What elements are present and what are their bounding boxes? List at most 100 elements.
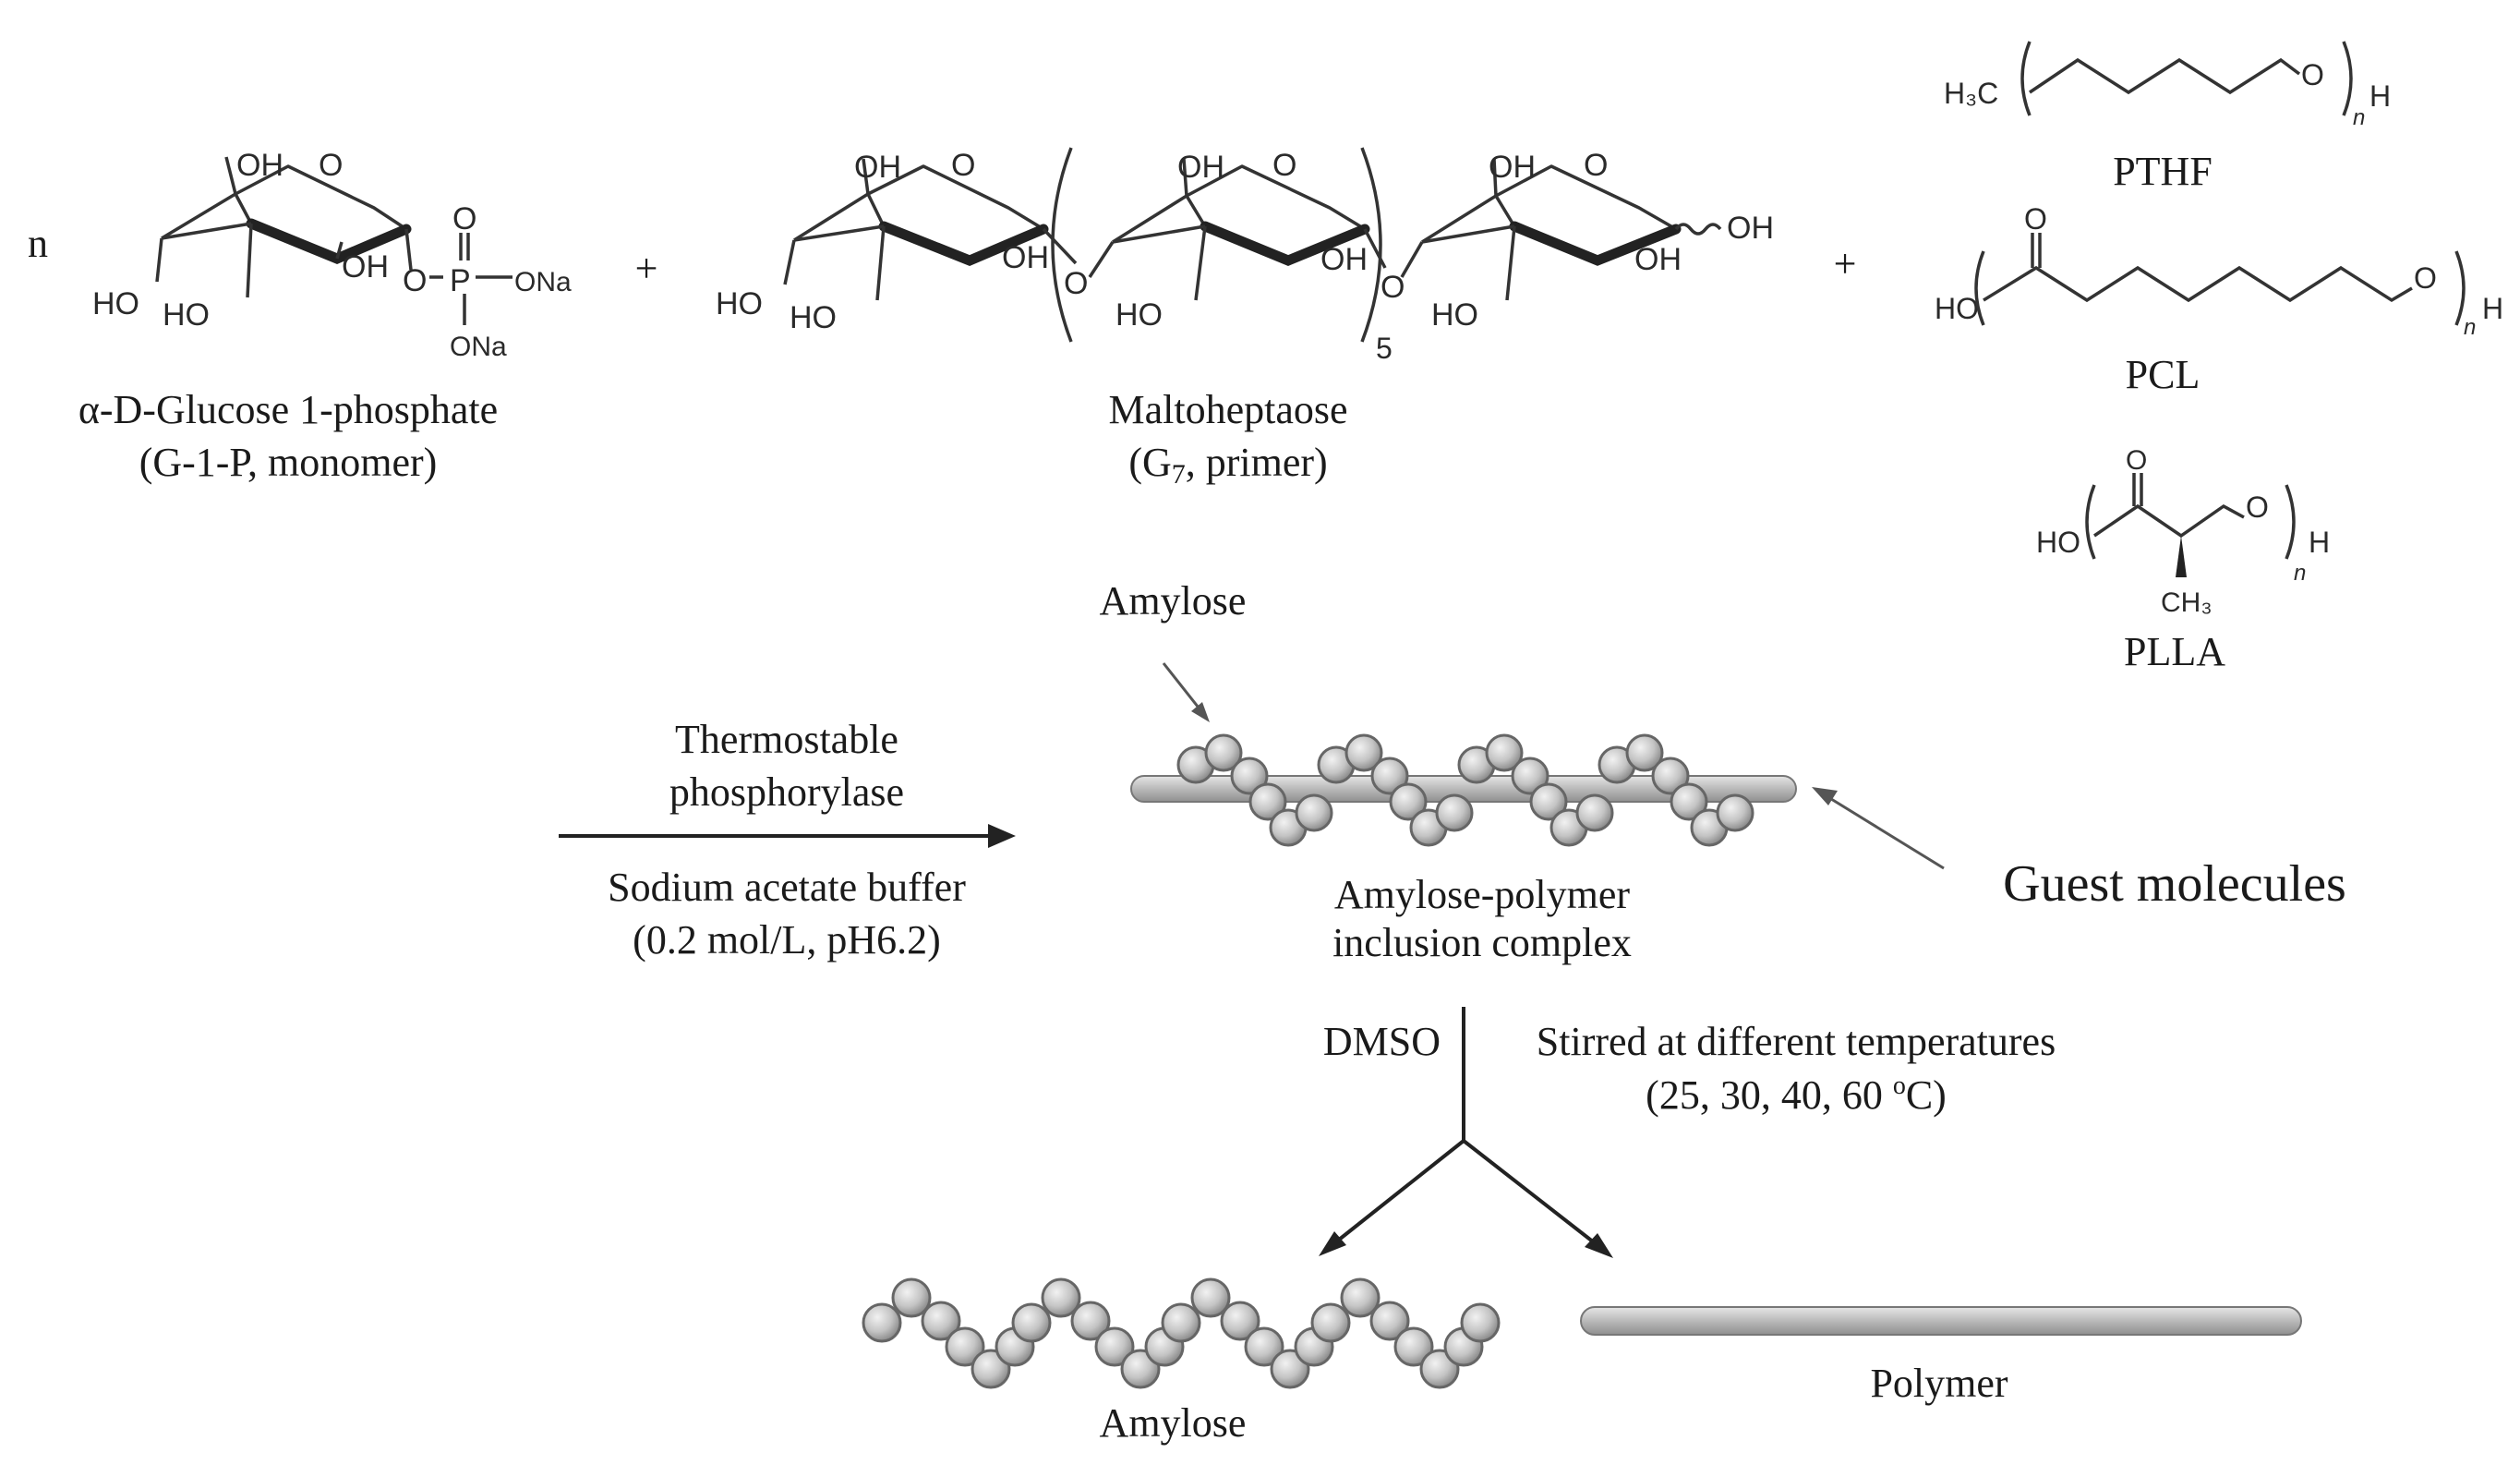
dissociation-step: DMSO Stirred at different temperatures (… (1319, 1007, 2056, 1258)
amylose-bead (891, 1277, 932, 1318)
g7-u3-oh3: HO (1431, 297, 1478, 333)
g1p-phosphorus: P (450, 263, 471, 298)
g7-u2-oh2: OH (1320, 242, 1368, 277)
plus-sign-2: + (1834, 241, 1857, 286)
plla-carbonyl-o: O (2126, 445, 2147, 476)
g7-right-bracket (1360, 147, 1382, 343)
pthf-n: n (2353, 105, 2365, 130)
g7-role: (G7, primer) (1128, 440, 1327, 490)
plla-o: O (2246, 490, 2269, 524)
amylose-bead (1625, 733, 1664, 772)
amylose-bead (1511, 757, 1549, 795)
amylose-bead (1435, 793, 1474, 832)
amylose-bead (1244, 1326, 1284, 1367)
pcl-end: H (2482, 292, 2503, 325)
split-arrow-left (1328, 1139, 1465, 1249)
amylose-bead (1575, 793, 1614, 832)
pcl-start: HO (1935, 292, 1979, 325)
amylose-bead (1041, 1277, 1081, 1318)
product-polymer-label: Polymer (1870, 1361, 2008, 1406)
g7-repeat-n: 5 (1376, 332, 1393, 365)
pcl-n: n (2464, 315, 2476, 340)
free-polymer-rod (1580, 1306, 2302, 1336)
pthf-end: H (2369, 79, 2391, 113)
g7-u2-oh6: OH (1177, 150, 1224, 185)
amylose-bead (862, 1302, 902, 1343)
g1p-oh6: OH (236, 148, 283, 183)
g1p-structure: n OH O OH HO HO O P O ONa ONa α-D-Glucos… (28, 148, 572, 485)
product-polymer: Polymer (1580, 1306, 2302, 1406)
g7-u3-oh6: OH (1489, 150, 1536, 185)
pcl-label: PCL (2126, 352, 2200, 397)
pcl-o: O (2414, 261, 2437, 295)
amylose-bead (1460, 1302, 1501, 1343)
enzyme-line-2: phosphorylase (669, 769, 904, 815)
pcl-structure: HO O O n H PCL (1935, 202, 2503, 397)
pthf-o: O (2301, 58, 2324, 91)
product-amylose-label: Amylose (1100, 1400, 1247, 1446)
g1p-oh3: HO (163, 297, 210, 333)
g1p-ring-o: O (319, 148, 343, 183)
complex-name-line-1: Amylose-polymer (1334, 872, 1631, 917)
plla-n: n (2294, 561, 2306, 586)
split-arrow-right (1462, 1139, 1604, 1251)
pcl-carbonyl-o: O (2024, 202, 2047, 236)
g7-u2-oh3: HO (1115, 297, 1163, 333)
amylose-bead (1204, 733, 1243, 772)
g1p-role: (G-1-P, monomer) (139, 440, 438, 485)
amylose-bead (1529, 782, 1568, 821)
amylose-bead (1248, 782, 1287, 821)
reaction-arrow-group: Thermostable phosphorylase Sodium acetat… (559, 717, 1016, 963)
pthf-label: PTHF (2113, 149, 2213, 194)
buffer-line-2: (0.2 mol/L, pH6.2) (633, 917, 941, 963)
amylose-bead (1370, 757, 1409, 795)
pthf-structure: H₃C O n H PTHF (1944, 41, 2391, 194)
amylose-callout-label: Amylose (1100, 578, 1247, 624)
plla-structure: HO O CH₃ O n H PLLA (2036, 445, 2330, 674)
condition-line-2: (25, 30, 40, 60 oC) (1646, 1072, 1947, 1118)
g7-u2-ring-o: O (1272, 148, 1296, 183)
amylose-bead (1389, 782, 1428, 821)
plla-label: PLLA (2124, 629, 2225, 674)
solvent-label: DMSO (1323, 1019, 1441, 1064)
g7-u3-oh2: OH (1634, 242, 1682, 277)
amylose-bead (921, 1301, 961, 1341)
guest-callout-arrow (1823, 793, 1945, 870)
g7-u1-oh2: OH (1002, 240, 1049, 275)
amylose-bead (1344, 733, 1383, 772)
amylose-bead (1161, 1302, 1201, 1343)
g7-u3-oh1: OH (1727, 211, 1774, 246)
g1p-name: α-D-Glucose 1-phosphate (78, 387, 498, 432)
amylose-bead (1670, 782, 1708, 821)
g7-u1-oh3: HO (790, 300, 837, 335)
amylose-bead (1485, 733, 1524, 772)
g1p-o-link: O (403, 263, 427, 298)
product-amylose: Amylose (862, 1277, 1501, 1446)
amylose-bead (1651, 757, 1690, 795)
plus-sign-1: + (635, 246, 658, 291)
g7-u1-oh4: HO (716, 286, 763, 321)
inclusion-complex: Amylose Guest molecules Amylose-polymer … (1100, 578, 2346, 965)
amylose-bead (1070, 1301, 1111, 1341)
plla-start: HO (2036, 526, 2080, 559)
amylose-bead (1340, 1277, 1381, 1318)
g7-left-bracket (1051, 147, 1073, 343)
g7-structure: OH O OH HO HO O OH O OH HO 5 O OH O OH H (716, 147, 1774, 490)
g1p-ona-1: ONa (514, 267, 572, 297)
g7-name: Maltoheptaose (1108, 387, 1347, 432)
g1p-oh2: OH (342, 249, 389, 285)
amylose-bead (1230, 757, 1269, 795)
plla-methyl: CH₃ (2161, 587, 2213, 618)
buffer-line-1: Sodium acetate buffer (608, 865, 966, 910)
amylose-bead (1190, 1277, 1231, 1318)
g7-u1-ring-o: O (951, 148, 975, 183)
pthf-start: H₃C (1944, 77, 1998, 110)
amylose-bead (1094, 1326, 1135, 1367)
plla-end: H (2309, 526, 2330, 559)
amylose-bead (945, 1326, 985, 1367)
g7-link-o-1: O (1064, 266, 1088, 301)
complex-name-line-2: inclusion complex (1332, 920, 1632, 965)
amylose-bead (1220, 1301, 1260, 1341)
amylose-bead (1393, 1326, 1434, 1367)
